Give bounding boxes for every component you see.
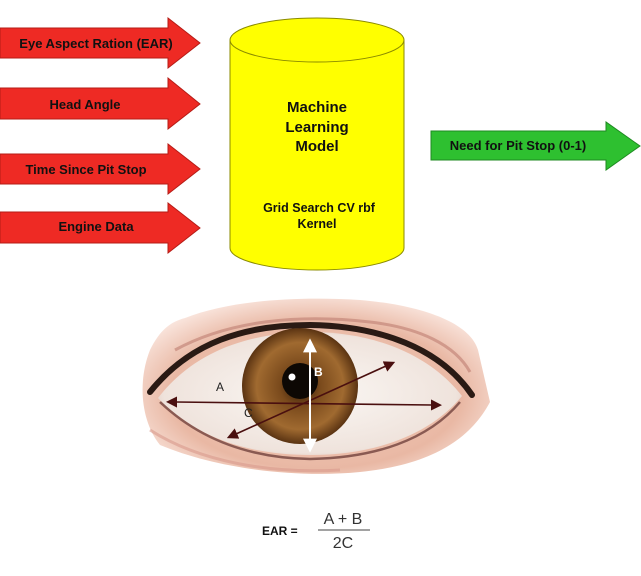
input-label-time-since-pit-stop: Time Since Pit Stop [25,162,146,177]
input-arrow-head-angle: Head Angle [0,76,201,131]
model-title-line-2: Learning [285,119,348,136]
eye-highlight [288,373,296,381]
eye-lower-lid [149,428,341,473]
formula-lhs: EAR = [262,524,298,538]
eye-label-b: B [314,365,323,379]
model-cylinder: Machine Learning Model Grid Search CV rb… [229,17,405,271]
eye-upper-lashline [147,321,475,398]
model-method-line-1: Grid Search CV rbf [263,201,376,215]
model-title-line-1: Machine [287,99,347,116]
formula-denominator: 2C [333,535,353,552]
input-label-ear: Eye Aspect Ration (EAR) [19,36,172,51]
input-arrow-engine-data: Engine Data [0,201,201,255]
eye-label-c: C [244,406,253,420]
input-label-head-angle: Head Angle [49,97,120,112]
input-arrow-ear: Eye Aspect Ration (EAR) [0,16,201,70]
input-arrow-time-since-pit-stop: Time Since Pit Stop [0,142,201,196]
formula-numerator: A + B [324,511,363,528]
model-title-line-3: Model [295,138,338,155]
eye-image: A B C [142,298,490,474]
output-label: Need for Pit Stop (0-1) [450,138,587,153]
model-method-line-2: Kernel [298,217,337,231]
output-arrow: Need for Pit Stop (0-1) [430,121,641,171]
eye-pupil [282,363,318,399]
ear-formula: EAR = A + B 2C [262,511,370,552]
eye-label-a: A [216,380,224,394]
eye-lower-lashline [159,401,461,461]
eye-crease [174,317,472,373]
input-label-engine-data: Engine Data [58,219,134,234]
